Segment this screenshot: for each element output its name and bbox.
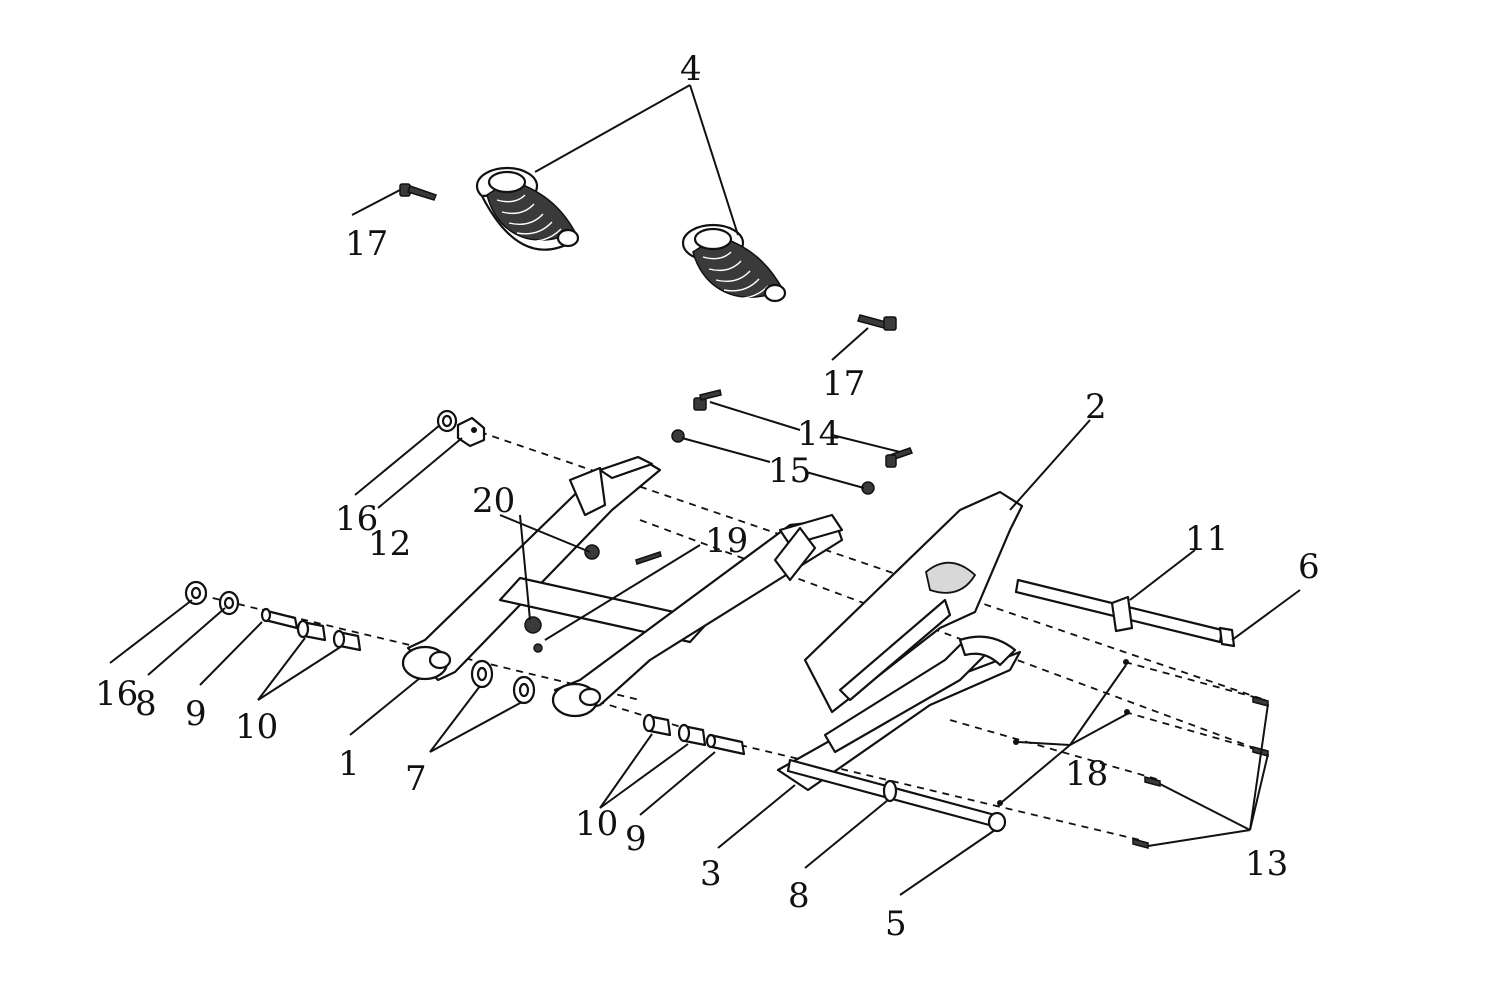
nut-15-left — [671, 429, 685, 443]
callout-9-left: 9 — [185, 694, 207, 734]
callout-9-right: 9 — [625, 819, 647, 859]
bushing-9-left — [260, 607, 299, 630]
callout-5: 5 — [885, 904, 907, 944]
callout-17-lower: 17 — [822, 364, 865, 404]
callout-12: 12 — [368, 524, 411, 564]
callout-20: 20 — [472, 481, 515, 521]
swing-arm — [401, 455, 844, 718]
bearing-10-left-a — [296, 619, 327, 642]
callout-19: 19 — [705, 521, 748, 561]
callout-10-left: 10 — [235, 707, 278, 747]
chain-guard — [803, 490, 1024, 714]
bolt-14-left — [693, 389, 722, 411]
callout-15: 15 — [768, 451, 811, 491]
callout-7: 7 — [405, 759, 427, 799]
callout-8-left: 8 — [135, 684, 157, 724]
bolt-17-upper — [399, 183, 437, 201]
bolt-17-lower — [857, 314, 897, 331]
leader-lines — [109, 84, 1301, 896]
rivets-18 — [997, 659, 1130, 806]
callout-4: 4 — [680, 49, 702, 89]
callout-6: 6 — [1298, 547, 1320, 587]
callout-2: 2 — [1085, 387, 1107, 427]
callout-18: 18 — [1065, 754, 1108, 794]
axle-adjuster-11 — [1110, 595, 1134, 633]
washer-7-a — [470, 659, 494, 689]
bearing-10-left-b — [332, 629, 362, 652]
callout-17-upper: 17 — [345, 224, 388, 264]
callout-11: 11 — [1185, 519, 1228, 559]
callout-labels: 4 17 17 2 14 15 16 12 20 19 11 6 16 8 9 … — [95, 49, 1320, 944]
bushing-9-right — [705, 733, 746, 756]
shock-absorber-right — [681, 223, 787, 303]
callout-8-lower: 8 — [788, 876, 810, 916]
washer-8-lower — [882, 779, 898, 803]
bolt-14-right — [885, 447, 913, 468]
nut-16-lower — [184, 580, 208, 606]
callout-16-upper: 16 — [335, 499, 378, 539]
bearing-10-right-a — [642, 713, 672, 737]
callout-10-right: 10 — [575, 804, 618, 844]
bearing-10-right-b — [677, 723, 707, 747]
callout-13: 13 — [1245, 844, 1288, 884]
callout-1: 1 — [338, 744, 360, 784]
chain-guard-lower — [776, 635, 1022, 792]
washer-7-b — [512, 675, 536, 705]
callout-16-lower: 16 — [95, 674, 138, 714]
shock-absorber-left — [475, 166, 580, 251]
callout-14: 14 — [797, 414, 840, 454]
callout-3: 3 — [700, 854, 722, 894]
nut-16-upper — [436, 409, 458, 433]
adjuster-block-12 — [456, 416, 486, 448]
